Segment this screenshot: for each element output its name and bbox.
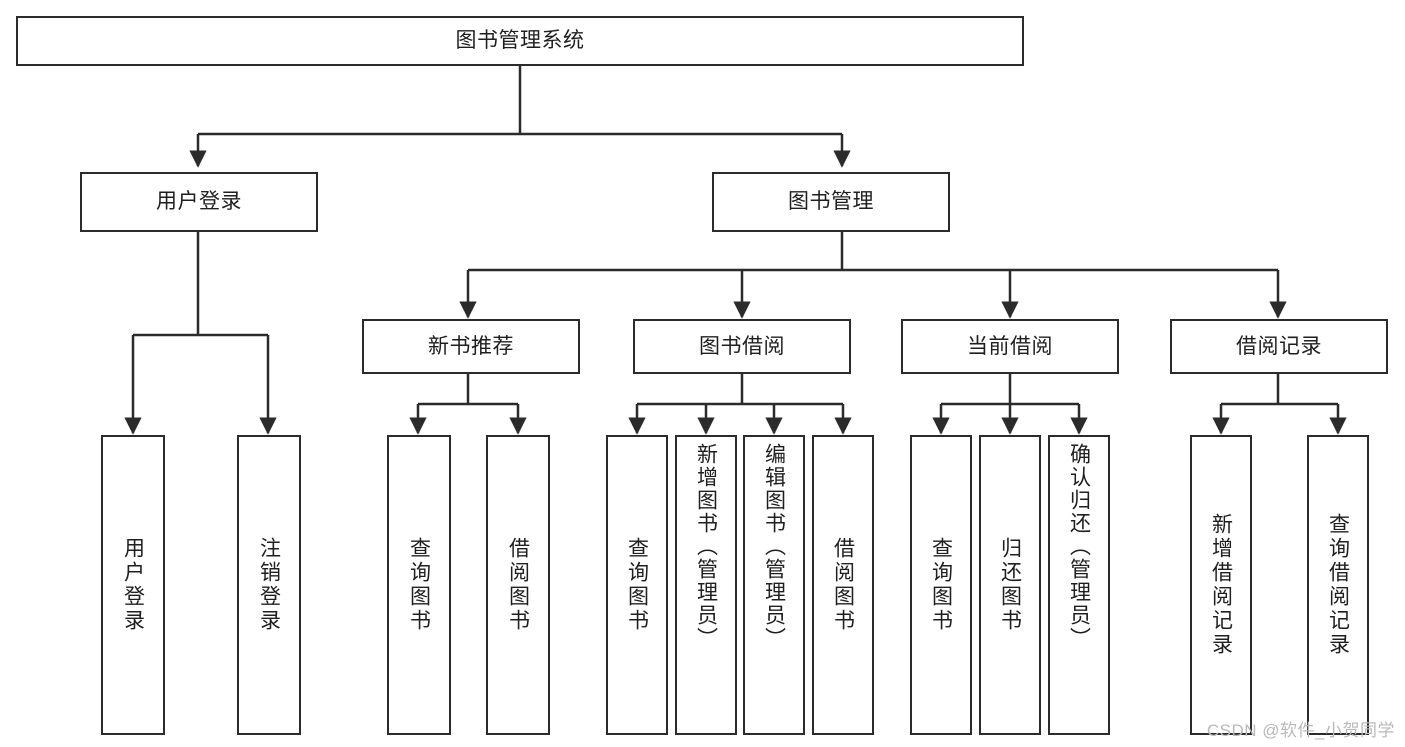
node-leaf-query-record[interactable]: 查询借阅记录 [1307,435,1369,735]
node-leaf-edit-book-label: 编辑图书（管理员） [762,443,786,650]
node-root[interactable]: 图书管理系统 [16,16,1024,66]
node-leaf-confirm-return-label: 确认归还（管理员） [1067,443,1091,650]
node-leaf-edit-book[interactable]: 编辑图书（管理员） [743,435,805,735]
node-leaf-borrow-book-1-label: 借阅图书 [506,537,530,633]
node-leaf-borrow-book-2[interactable]: 借阅图书 [812,435,874,735]
node-leaf-user-login-label: 用户登录 [121,537,145,633]
node-book-management-label: 图书管理 [788,190,874,214]
node-leaf-query-record-label: 查询借阅记录 [1326,513,1350,657]
node-leaf-add-book[interactable]: 新增图书（管理员） [675,435,737,735]
node-leaf-query-book-1-label: 查询图书 [407,537,431,633]
node-leaf-borrow-book-1[interactable]: 借阅图书 [486,435,550,735]
node-leaf-user-login[interactable]: 用户登录 [101,435,165,735]
node-book-borrow[interactable]: 图书借阅 [633,319,851,374]
node-leaf-query-book-2-label: 查询图书 [625,537,649,633]
node-leaf-return-book[interactable]: 归还图书 [979,435,1041,735]
node-leaf-query-book-2[interactable]: 查询图书 [606,435,668,735]
node-leaf-return-book-label: 归还图书 [998,537,1022,633]
node-root-label: 图书管理系统 [455,29,585,53]
node-new-book-recommend[interactable]: 新书推荐 [362,319,580,374]
node-current-borrow-label: 当前借阅 [967,334,1053,358]
node-user-login-label: 用户登录 [156,190,242,214]
node-book-management[interactable]: 图书管理 [712,172,950,232]
node-leaf-query-book-3[interactable]: 查询图书 [910,435,972,735]
node-borrow-record-label: 借阅记录 [1236,334,1322,358]
node-leaf-add-record[interactable]: 新增借阅记录 [1190,435,1252,735]
node-user-login[interactable]: 用户登录 [80,172,318,232]
node-leaf-add-book-label: 新增图书（管理员） [694,443,718,650]
node-book-borrow-label: 图书借阅 [699,334,785,358]
node-current-borrow[interactable]: 当前借阅 [901,319,1119,374]
node-borrow-record[interactable]: 借阅记录 [1170,319,1388,374]
node-leaf-confirm-return[interactable]: 确认归还（管理员） [1048,435,1110,735]
node-new-book-recommend-label: 新书推荐 [428,334,514,358]
node-leaf-user-logout[interactable]: 注销登录 [237,435,301,735]
node-leaf-borrow-book-2-label: 借阅图书 [831,537,855,633]
node-leaf-query-book-3-label: 查询图书 [929,537,953,633]
csdn-watermark: CSDN @软件_小贺同学 [1206,721,1395,740]
node-leaf-add-record-label: 新增借阅记录 [1209,513,1233,657]
node-leaf-query-book-1[interactable]: 查询图书 [387,435,451,735]
node-leaf-user-logout-label: 注销登录 [257,537,281,633]
